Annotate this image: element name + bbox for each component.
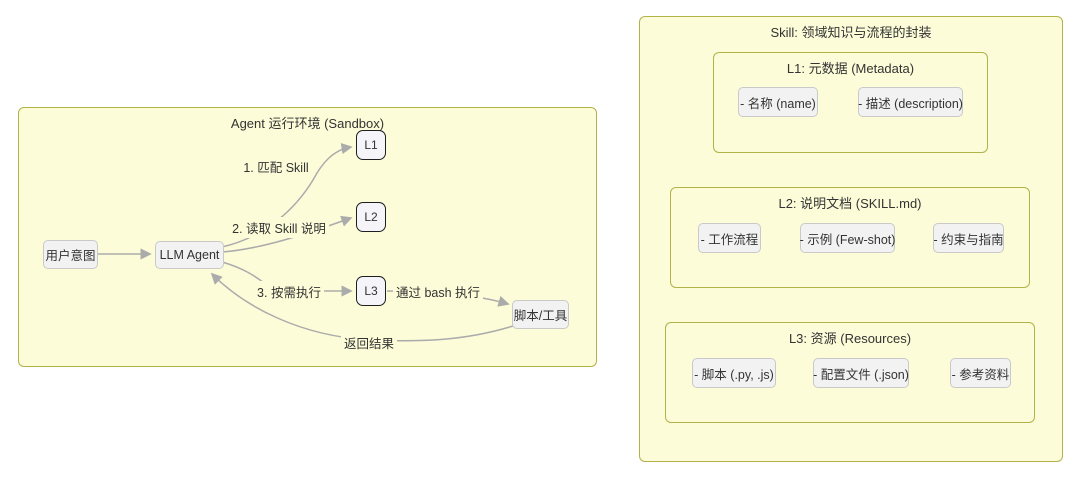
edge-label-match-skill: 1. 匹配 Skill xyxy=(240,156,312,177)
edge-label-exec-on-demand: 3. 按需执行 xyxy=(254,281,324,302)
node-user-intent: 用户意图 xyxy=(43,240,98,269)
sandbox-cluster-title: Agent 运行环境 (Sandbox) xyxy=(230,116,385,131)
node-reference-material: - 参考资料 xyxy=(950,358,1011,388)
edge-label-via-bash: 通过 bash 执行 xyxy=(392,281,484,302)
node-constraints-guide: - 约束与指南 xyxy=(933,223,1004,253)
edge-label-return-result: 返回结果 xyxy=(340,332,398,353)
node-l2-label: L2 xyxy=(364,210,378,224)
node-workflow-label: - 工作流程 xyxy=(700,232,759,247)
node-scripts-label: - 脚本 (.py, .js) xyxy=(694,367,774,382)
node-skill-description: - 描述 (description) xyxy=(858,87,963,117)
node-llm-agent-label: LLM Agent xyxy=(159,248,220,262)
node-l1: L1 xyxy=(356,130,386,160)
node-llm-agent: LLM Agent xyxy=(155,241,224,269)
node-l2: L2 xyxy=(356,202,386,232)
node-script-tool-label: 脚本/工具 xyxy=(513,309,568,323)
node-user-intent-label: 用户意图 xyxy=(45,249,96,263)
node-workflow: - 工作流程 xyxy=(698,223,761,253)
skill-l2-doc-title: L2: 说明文档 (SKILL.md) xyxy=(778,196,922,211)
skill-l3-resources-title: L3: 资源 (Resources) xyxy=(788,331,912,346)
skill-l1-metadata-title: L1: 元数据 (Metadata) xyxy=(786,61,915,76)
node-l3: L3 xyxy=(356,276,386,306)
node-fewshot-example-label: - 示例 (Few-shot) xyxy=(799,232,896,247)
node-l3-label: L3 xyxy=(364,284,378,298)
node-reference-material-label: - 参考资料 xyxy=(951,367,1010,382)
node-skill-name-label: - 名称 (name) xyxy=(740,96,816,111)
node-config-files-label: - 配置文件 (.json) xyxy=(813,367,909,382)
node-fewshot-example: - 示例 (Few-shot) xyxy=(800,223,895,253)
node-config-files: - 配置文件 (.json) xyxy=(813,358,909,388)
node-l1-label: L1 xyxy=(364,138,378,152)
node-scripts: - 脚本 (.py, .js) xyxy=(692,358,776,388)
node-skill-description-label: - 描述 (description) xyxy=(858,96,963,111)
edge-label-read-skill: 2. 读取 Skill 说明 xyxy=(229,217,329,238)
node-constraints-guide-label: - 约束与指南 xyxy=(933,232,1004,247)
node-script-tool: 脚本/工具 xyxy=(512,300,569,329)
node-skill-name: - 名称 (name) xyxy=(738,87,818,117)
skill-cluster-title: Skill: 领域知识与流程的封装 xyxy=(770,25,932,40)
